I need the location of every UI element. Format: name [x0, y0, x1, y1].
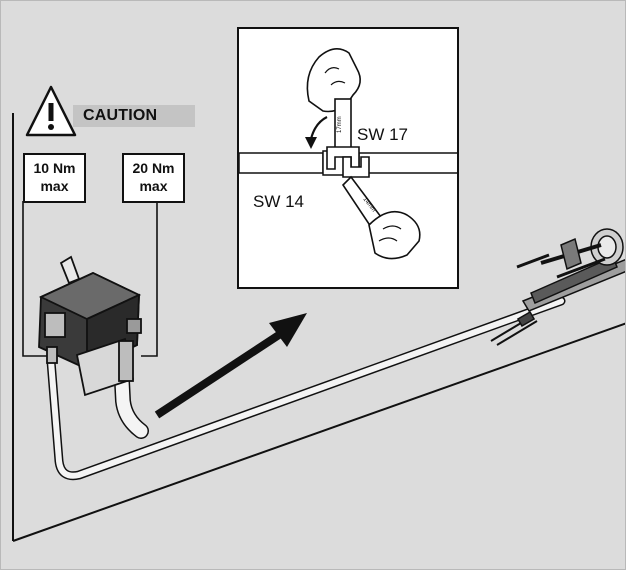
torque-right-value: 20 Nm [132, 160, 175, 176]
gas-pipe [46, 296, 566, 481]
caution-banner [73, 105, 195, 127]
torque-label-right: 20 Nm max [122, 153, 185, 203]
torque-left-value: 10 Nm [33, 160, 76, 176]
burner-assembly [490, 228, 625, 346]
floor-edge-line [12, 322, 625, 542]
lower-hand [368, 210, 421, 260]
caution-label: CAUTION [83, 107, 158, 124]
right-torque-leader [141, 201, 158, 357]
wrench-detail-inset: 17mm 14mm SW 17 SW 14 [237, 27, 459, 289]
wrench-detail-drawing: 17mm 14mm [239, 48, 457, 260]
left-torque-leader [22, 201, 49, 357]
torque-left-unit: max [40, 178, 69, 194]
wrench-size-upper: SW 17 [357, 125, 409, 144]
torque-right-unit: max [139, 178, 168, 194]
torque-label-left: 10 Nm max [23, 153, 86, 203]
warning-triangle-icon [25, 85, 77, 137]
rotation-arrow-icon [305, 116, 328, 149]
gas-valve [38, 255, 142, 397]
pipe-stub [113, 353, 149, 439]
wrench-size-lower: SW 14 [253, 192, 305, 211]
upper-hand [306, 48, 361, 113]
direction-arrow-icon [154, 313, 307, 419]
upper-jaw-marking: 17mm [337, 116, 343, 133]
